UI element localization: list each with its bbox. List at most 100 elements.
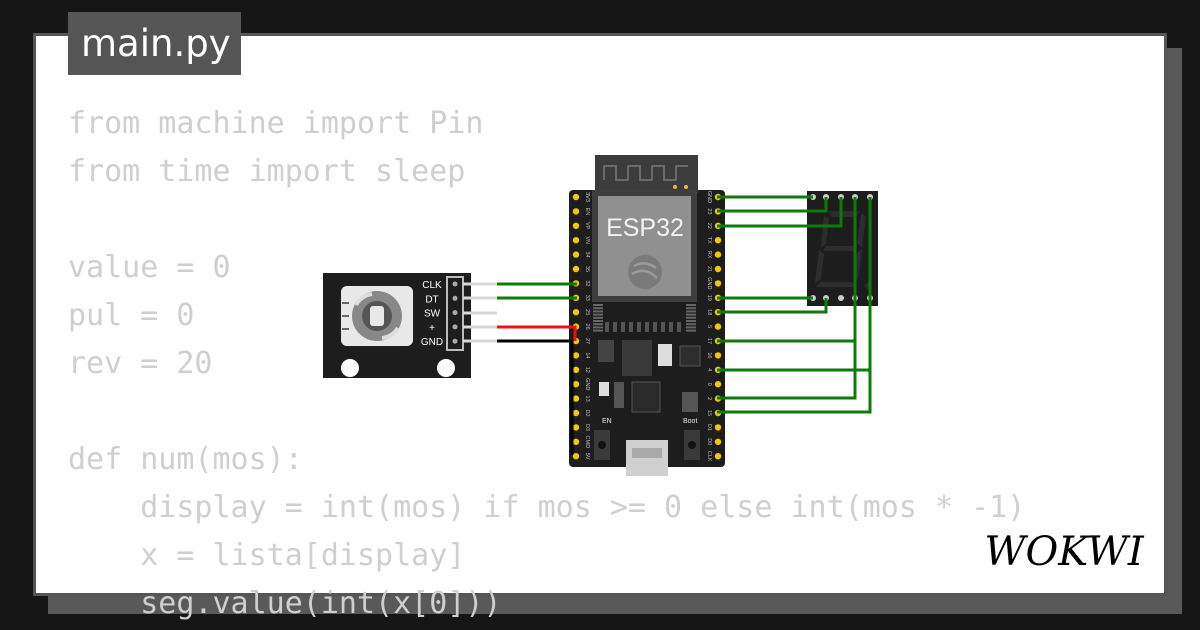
- esp32-pin-label: 26: [584, 324, 590, 330]
- cp2102-chip: [631, 381, 661, 413]
- encoder-pin-label: SW: [424, 309, 441, 320]
- encoder-pin-label: GND: [421, 337, 443, 348]
- esp32-pin[interactable]: [572, 251, 580, 258]
- encoder-mount-hole: [437, 359, 455, 377]
- en-button-label: EN: [602, 418, 612, 425]
- esp32-pin-label: TX: [706, 237, 712, 244]
- esp32-pin-label: GND: [706, 191, 712, 203]
- esp32-pin[interactable]: [714, 251, 722, 258]
- esp32-pin[interactable]: [572, 222, 580, 229]
- esp32-pin[interactable]: [572, 237, 580, 244]
- code-line: def num(mos):: [68, 442, 303, 477]
- esp32-pin[interactable]: [572, 309, 580, 316]
- esp32-pin[interactable]: [714, 265, 722, 273]
- esp32-pin-label: 16: [706, 352, 712, 358]
- wire-vcc: [497, 325, 577, 341]
- encoder-shaft-flat: [370, 306, 384, 326]
- esp32-pin-label: 27: [584, 338, 590, 344]
- esp32-pin-label: 0: [706, 383, 712, 386]
- esp32-pin-label: 22: [706, 223, 712, 229]
- esp32-pin-label: GND: [584, 378, 590, 390]
- encoder-arrow-icon: [381, 326, 400, 340]
- esp32-pin-label: 5: [706, 325, 712, 328]
- esp32-pin[interactable]: [572, 265, 580, 273]
- encoder-pin[interactable]: [452, 281, 458, 287]
- esp32-pin-label: 17: [706, 338, 712, 344]
- wokwi-logo-text: WOKWI: [984, 529, 1144, 575]
- esp32-pin-label: CMD: [584, 436, 590, 449]
- esp32-pin-label: D3: [584, 424, 590, 431]
- esp32-label: ESP32: [606, 214, 684, 242]
- esp32-pin[interactable]: [714, 381, 722, 388]
- esp32-pin[interactable]: [714, 352, 722, 359]
- esp32-pin-label: 34: [584, 252, 590, 258]
- wokwi-logo: WOKWI: [984, 529, 1144, 575]
- encoder-pin[interactable]: [452, 310, 458, 316]
- esp32-pin[interactable]: [572, 395, 580, 402]
- esp32-pin-label: 13: [584, 396, 590, 402]
- esp32-antenna: [595, 155, 698, 193]
- esp32-pin-label: D0: [706, 438, 712, 445]
- esp32-pin[interactable]: [714, 438, 722, 445]
- esp32-pin-label: 25: [584, 309, 590, 315]
- esp32-pin-label: VN: [584, 236, 590, 244]
- esp32-pin[interactable]: [714, 323, 722, 330]
- code-line: pul = 0: [68, 298, 195, 333]
- esp32-pin[interactable]: [714, 237, 722, 244]
- esp32-pin-label: CLK: [706, 451, 712, 462]
- esp32-pin-label: VP: [584, 222, 590, 230]
- code-line: seg.value(int(x[0])): [68, 586, 502, 621]
- esp32-pin-label: 3V3: [584, 192, 590, 202]
- encoder-pin[interactable]: [452, 338, 458, 344]
- code-editor: from machine import Pin from time import …: [68, 100, 1025, 628]
- esp32-pin[interactable]: [572, 352, 580, 359]
- esp32-pin[interactable]: [714, 280, 722, 287]
- esp32-pin-label: 19: [706, 295, 712, 301]
- esp32-pin[interactable]: [572, 193, 580, 201]
- encoder-pin[interactable]: [452, 295, 458, 301]
- esp32-pin-label: 35: [584, 266, 590, 272]
- wire-gnd: [497, 339, 574, 455]
- code-line: value = 0: [68, 250, 231, 285]
- esp32-pin-label: 12: [584, 367, 590, 373]
- voltage-regulator: [598, 340, 614, 362]
- boot-button-label: Boot: [683, 418, 697, 425]
- esp32-pin[interactable]: [572, 208, 580, 215]
- code-line: rev = 20: [68, 346, 213, 381]
- file-tab-main-py[interactable]: main.py: [68, 12, 241, 75]
- esp32-pin[interactable]: [572, 366, 580, 373]
- code-line: x = lista[display]: [68, 538, 466, 573]
- esp32-pin-label: EN: [584, 208, 590, 216]
- esp32-pin[interactable]: [572, 438, 580, 445]
- esp32-pin[interactable]: [572, 424, 580, 431]
- encoder-pin-label: CLK: [422, 280, 442, 291]
- esp32-pin-label: 23: [706, 208, 712, 214]
- ldo: [658, 344, 672, 366]
- esp32-pin-label: 4: [706, 368, 712, 371]
- esp32-devkit[interactable]: ESP32 EN Boot 3V3ENVPVN34353233252627141…: [569, 155, 725, 476]
- encoder-pin[interactable]: [452, 324, 458, 330]
- esp32-pin[interactable]: [714, 453, 722, 460]
- esp32-pin[interactable]: [714, 424, 722, 431]
- esp32-pin[interactable]: [572, 409, 580, 417]
- encoder-pin-label: +: [429, 323, 435, 334]
- esp32-pin[interactable]: [572, 381, 580, 388]
- esp32-pin-label: 32: [584, 280, 590, 286]
- esp32-pin-label: 2: [706, 397, 712, 400]
- encoder-pin-label: DT: [425, 294, 438, 305]
- seven-segment-digit: [815, 211, 866, 287]
- segment-pin[interactable]: [838, 295, 844, 301]
- esp32-pin[interactable]: [572, 453, 580, 460]
- transistor: [679, 345, 701, 367]
- esp32-pin-label: 18: [706, 309, 712, 315]
- file-tab-label: main.py: [81, 22, 231, 65]
- esp32-pin-label: GND: [706, 277, 712, 289]
- esp32-pin-label: 14: [584, 352, 590, 358]
- code-line: from machine import Pin: [68, 106, 484, 141]
- esp32-pin-label: 5V: [584, 453, 590, 460]
- esp32-pin-label: 21: [706, 266, 712, 272]
- usb-uart-chip: [622, 340, 652, 376]
- rotary-encoder[interactable]: CLK DT SW + GND: [323, 273, 471, 378]
- code-line: from time import sleep: [68, 154, 466, 189]
